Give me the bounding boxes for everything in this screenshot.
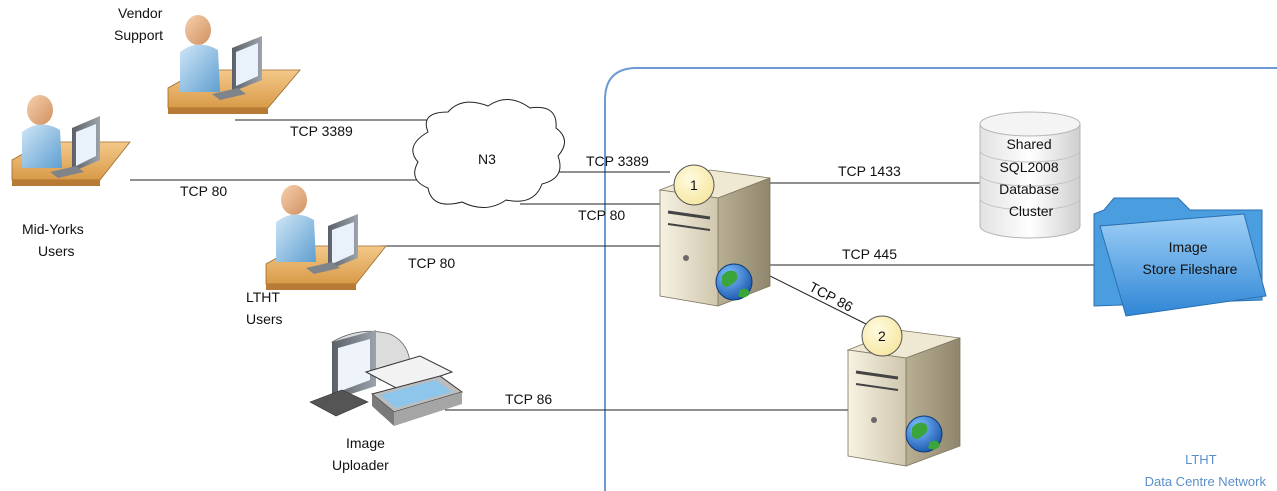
vendor-support-workstation-icon	[167, 15, 301, 114]
n3-cloud: N3	[412, 99, 565, 208]
image-uploader-label: Image Uploader	[332, 435, 389, 473]
database-cylinder-icon	[979, 111, 1081, 239]
server-1-marker-text: 1	[690, 177, 698, 193]
label-vendor-n3: TCP 3389	[290, 123, 353, 139]
connection-lines	[130, 119, 1115, 411]
server-2-marker: 2	[861, 315, 903, 357]
sql-cluster-label-line2: SQL2008	[999, 159, 1058, 175]
vendor-support-label-line1: Vendor	[118, 5, 163, 21]
server-2-icon	[846, 329, 961, 467]
cloud-shape	[412, 99, 565, 208]
line-server1-server2	[761, 271, 871, 327]
image-store-label-line2: Store Fileshare	[1143, 261, 1238, 277]
image-uploader-label-line1: Image	[346, 435, 385, 451]
label-midyorks-n3: TCP 80	[180, 183, 227, 199]
image-store-label-line1: Image	[1169, 239, 1208, 255]
mid-yorks-users-label-line1: Mid-Yorks	[22, 221, 84, 237]
image-uploader-scanner-icon	[309, 330, 464, 426]
label-server-sql: TCP 1433	[838, 163, 901, 179]
lthtnet-label: LTHT Data Centre Network	[1145, 452, 1267, 489]
ltht-users-label-line1: LTHT	[246, 289, 280, 305]
server-2-globe-icon	[905, 415, 943, 453]
lthtnet-label-line1: LTHT	[1185, 452, 1217, 467]
vendor-support-label: Vendor Support	[114, 5, 166, 43]
mid-yorks-users-workstation-icon	[11, 95, 131, 186]
label-lthtusers-server: TCP 80	[408, 255, 455, 271]
n3-label: N3	[478, 151, 496, 167]
ltht-users-workstation-icon	[265, 185, 387, 290]
sql-cluster-label-line1: Shared	[1006, 136, 1051, 152]
lthtnet-label-line2: Data Centre Network	[1145, 474, 1267, 489]
mid-yorks-users-label: Mid-Yorks Users	[22, 221, 88, 259]
server-2-marker-text: 2	[878, 328, 886, 344]
image-uploader-label-line2: Uploader	[332, 457, 389, 473]
label-n3-server-80: TCP 80	[578, 207, 625, 223]
mid-yorks-users-label-line2: Users	[38, 243, 75, 259]
image-store-label: Image Store Fileshare	[1143, 239, 1238, 277]
vendor-support-label-line2: Support	[114, 27, 163, 43]
label-n3-server-3389: TCP 3389	[586, 153, 649, 169]
label-uploader-server2: TCP 86	[505, 391, 552, 407]
folder-icon	[1093, 197, 1267, 317]
lthtnet-boundary	[604, 67, 1277, 491]
label-server1-server2: TCP 86	[807, 279, 856, 315]
ltht-users-label-line2: Users	[246, 311, 283, 327]
sql-cluster-label: Shared SQL2008 Database Cluster	[999, 136, 1063, 219]
label-server-fileshare: TCP 445	[842, 246, 897, 262]
server-1-marker: 1	[673, 164, 715, 206]
sql-cluster-label-line4: Cluster	[1009, 203, 1054, 219]
server-1-globe-icon	[715, 263, 753, 301]
ltht-users-label: LTHT Users	[246, 289, 284, 327]
sql-cluster-label-line3: Database	[999, 181, 1059, 197]
